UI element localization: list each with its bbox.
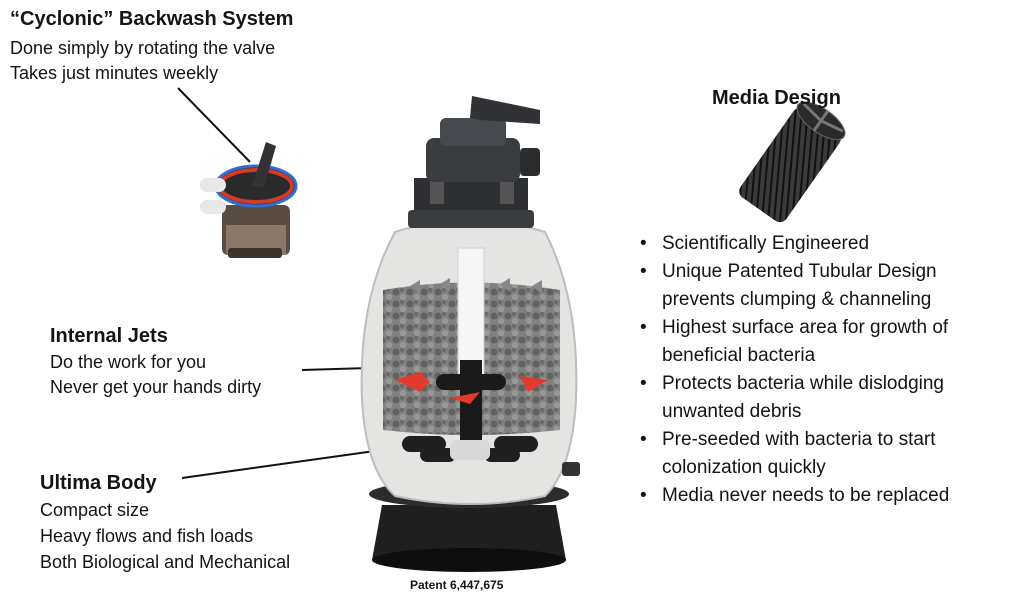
valve-thumbnail bbox=[200, 142, 298, 258]
media-bullet-continuation: prevents clumping & channeling bbox=[662, 289, 932, 310]
media-tube-image bbox=[739, 101, 846, 223]
backwash-title: “Cyclonic” Backwash System bbox=[10, 8, 294, 30]
media-bullet-text: Pre-seeded with bacteria to start bbox=[662, 429, 936, 450]
bullet-icon: • bbox=[640, 485, 647, 506]
body-title: Ultima Body bbox=[40, 472, 157, 494]
media-bullet: • Media never needs to be replaced bbox=[640, 482, 1024, 510]
backwash-line-2: Takes just minutes weekly bbox=[10, 63, 219, 83]
jet-arrow-center bbox=[450, 392, 480, 404]
media-bullet: • Scientifically Engineered bbox=[640, 230, 1024, 258]
body-line-3: Both Biological and Mechanical bbox=[40, 552, 291, 572]
jets-line-2: Never get your hands dirty bbox=[50, 377, 262, 397]
patent-number: Patent 6,447,675 bbox=[410, 578, 504, 592]
bullet-icon: • bbox=[640, 317, 647, 338]
backwash-pointer-line bbox=[177, 87, 251, 163]
jet-arrow-left bbox=[395, 372, 430, 392]
media-bullet-text: Media never needs to be replaced bbox=[662, 485, 950, 506]
bullet-icon: • bbox=[640, 373, 647, 394]
media-bullet-continuation: unwanted debris bbox=[662, 401, 802, 422]
media-bullet-continuation: beneficial bacteria bbox=[662, 345, 816, 366]
jets-title: Internal Jets bbox=[50, 325, 168, 347]
media-bullet-text: Highest surface area for growth of bbox=[662, 317, 949, 338]
backwash-line-1: Done simply by rotating the valve bbox=[10, 38, 276, 58]
body-pointer-line bbox=[181, 449, 383, 479]
media-bullet: • Highest surface area for growth of bbox=[640, 314, 1024, 342]
body-line-2: Heavy flows and fish loads bbox=[40, 526, 254, 546]
media-bullet-text: Unique Patented Tubular Design bbox=[662, 261, 937, 282]
media-bullet-list: • Scientifically Engineered • Unique Paten… bbox=[640, 230, 1024, 510]
jets-line-1: Do the work for you bbox=[50, 352, 207, 372]
filter-unit bbox=[360, 96, 580, 572]
media-bullet: • Unique Patented Tubular Design bbox=[640, 258, 1024, 286]
bullet-icon: • bbox=[640, 261, 647, 282]
media-bullet-text: Protects bacteria while dislodging bbox=[662, 373, 944, 394]
media-title: Media Design bbox=[712, 87, 841, 109]
bullet-icon: • bbox=[640, 233, 647, 254]
media-bullet-text: Scientifically Engineered bbox=[662, 233, 870, 254]
media-bullet: • Protects bacteria while dislodging bbox=[640, 370, 1024, 398]
media-bullet: • Pre-seeded with bacteria to start bbox=[640, 426, 1024, 454]
body-line-1: Compact size bbox=[40, 500, 150, 520]
media-bullet-continuation: colonization quickly bbox=[662, 457, 826, 478]
bullet-icon: • bbox=[640, 429, 647, 450]
jet-arrow-right bbox=[520, 376, 548, 392]
